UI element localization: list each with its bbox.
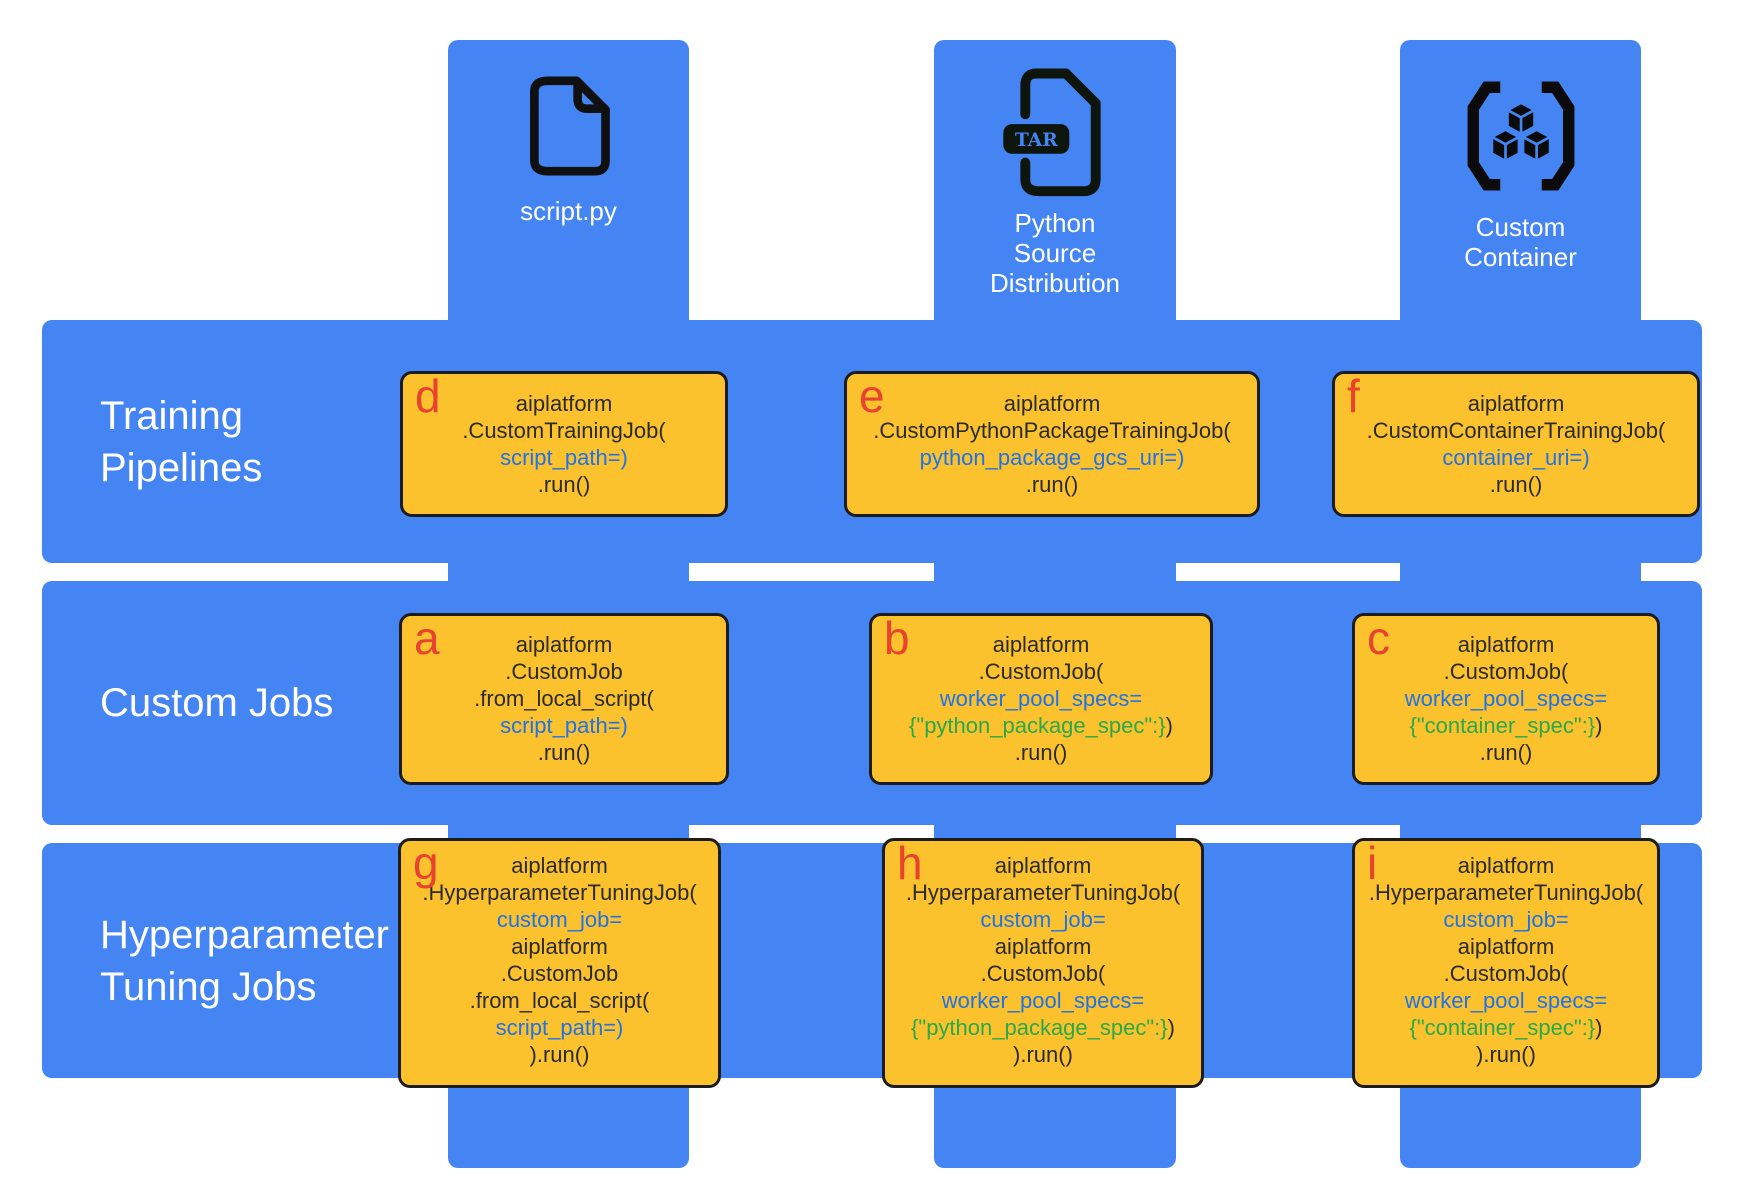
box-letter-e: e bbox=[859, 370, 885, 422]
tar-badge-label: TAR bbox=[1015, 129, 1058, 151]
box-letter-c: c bbox=[1367, 612, 1390, 664]
box-letter-g: g bbox=[413, 837, 439, 889]
box-letter-d: d bbox=[415, 370, 441, 422]
box-letter-b: b bbox=[884, 612, 910, 664]
box-letter-h: h bbox=[897, 837, 923, 889]
python-script-file-icon bbox=[523, 76, 615, 176]
container-cubes-icon bbox=[1462, 80, 1580, 192]
column-title-script-py: script.py bbox=[520, 196, 617, 226]
box-letter-f: f bbox=[1347, 370, 1360, 422]
tar-archive-file-icon: TAR bbox=[1000, 68, 1110, 200]
row-label-custom-jobs: Custom Jobs bbox=[100, 681, 334, 725]
box-letter-i: i bbox=[1367, 837, 1378, 889]
box-letter-a: a bbox=[414, 612, 440, 664]
